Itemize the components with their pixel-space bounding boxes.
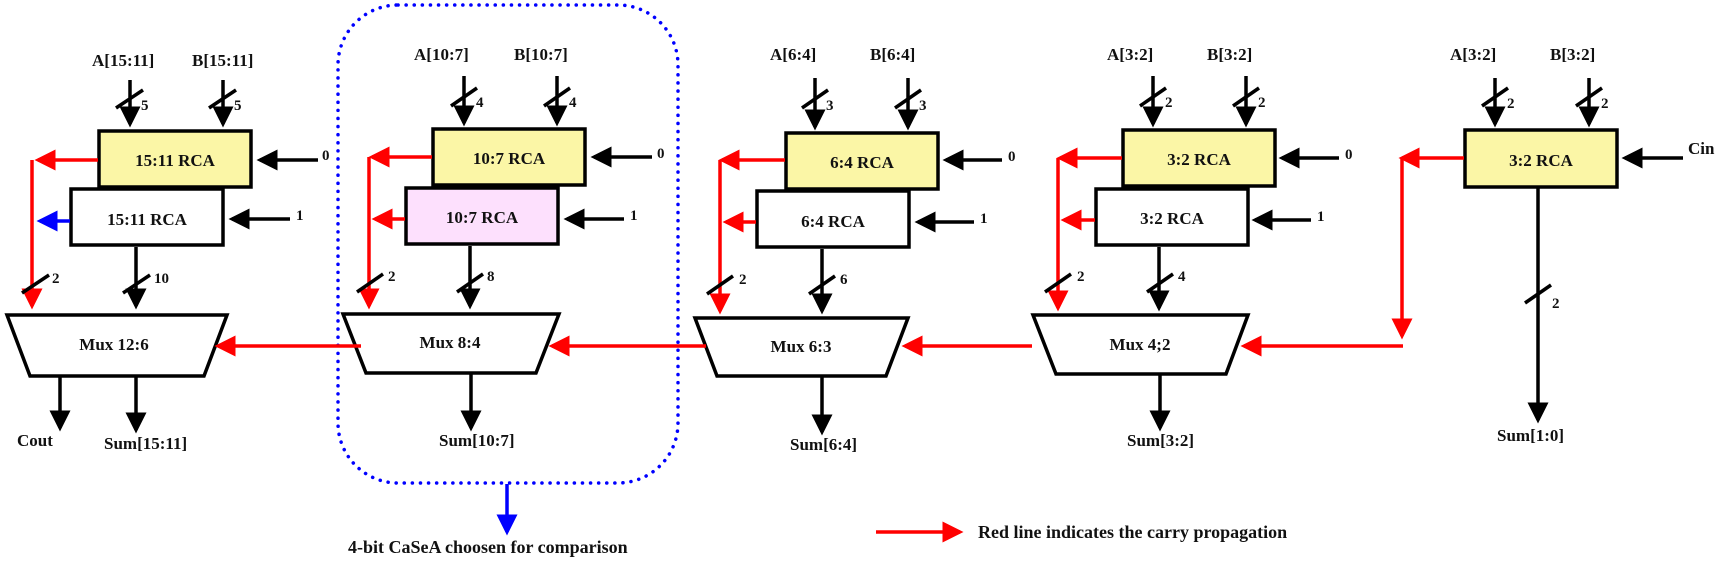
sum-out-label: Sum[15:11] (104, 434, 187, 453)
bus-width-label: 3 (919, 98, 927, 114)
bus-width-label: 5 (234, 98, 242, 114)
bus-slash (1146, 272, 1174, 294)
bus-width-label: 4 (1178, 269, 1186, 285)
bus-slash (1481, 86, 1509, 108)
bus-slash (450, 86, 478, 108)
bus-slash (1575, 86, 1603, 108)
input-b-label: B[10:7] (514, 45, 568, 64)
cout-label: Cout (17, 431, 53, 450)
bus-width-label: 2 (1552, 296, 1560, 312)
sum-out-label: Sum[3:2] (1127, 431, 1194, 450)
rca-cin1-block (755, 189, 911, 249)
input-b-label: B[3:2] (1550, 45, 1595, 64)
bus-width-label: 2 (1507, 96, 1515, 112)
rca-cin0-block (784, 131, 940, 191)
stage-1-0: A[3:2] B[3:2] 2 2 3:2 RCA Cin 2 Sum[1:0] (1240, 45, 1715, 445)
mux-label: Mux 12:6 (79, 335, 148, 354)
sum-out-label: Sum[1:0] (1497, 426, 1564, 445)
rca-cin0-block (97, 129, 253, 189)
cin0-label: 0 (657, 146, 665, 162)
bus-width-label: 2 (388, 269, 396, 285)
bus-width-label: 2 (1165, 95, 1173, 111)
stage-3-2: A[3:2] B[3:2] 2 2 3:2 RCA 3:2 RCA 0 1 2 … (1030, 45, 1353, 450)
bus-slash (21, 273, 50, 295)
mux-label: Mux 6:3 (771, 337, 832, 356)
bus-width-label: 2 (1258, 95, 1266, 111)
rca-cin1-label: 10:7 RCA (446, 208, 519, 227)
rca-cin1-label: 15:11 RCA (107, 210, 188, 229)
bus-width-label: 4 (476, 95, 484, 111)
bus-width-label: 4 (569, 95, 577, 111)
input-b-label: B[6:4] (870, 45, 915, 64)
bus-slash (1139, 86, 1167, 108)
bus-slash (115, 88, 144, 110)
rca-cin0-block (1121, 128, 1277, 188)
bus-slash (543, 86, 571, 108)
bus-width-label: 5 (141, 98, 149, 114)
mux-block (692, 316, 911, 378)
cin0-label: 0 (322, 148, 330, 164)
bus-slash (808, 274, 836, 296)
selection-outline (336, 3, 680, 485)
bus-width-label: 8 (487, 269, 495, 285)
mux-block (1030, 313, 1251, 376)
rca-cin0-label: 15:11 RCA (135, 151, 216, 170)
rca-cin1-label: 6:4 RCA (801, 212, 865, 231)
rca-cin0-block (431, 127, 587, 187)
selection-caption: 4-bit CaSeA choosen for comparison (348, 537, 628, 557)
bus-slash (1524, 283, 1552, 305)
input-a-label: A[3:2] (1107, 45, 1153, 64)
bus-slash (122, 273, 151, 295)
mux-block (4, 313, 230, 378)
rca-cin1-block (1094, 187, 1250, 247)
rca-cin0-label: 6:4 RCA (830, 153, 894, 172)
bus-slash (356, 272, 384, 294)
bus-width-label: 2 (1601, 96, 1609, 112)
cin1-label: 1 (1317, 209, 1325, 225)
bus-width-label: 3 (826, 98, 834, 114)
bus-width-label: 2 (739, 272, 747, 288)
legend-text: Red line indicates the carry propagation (978, 522, 1287, 542)
cin0-label: 0 (1345, 147, 1353, 163)
mux-block (340, 312, 562, 375)
bus-width-label: 2 (52, 271, 60, 287)
input-a-label: A[15:11] (92, 51, 154, 70)
bus-slash (706, 274, 734, 296)
bus-slash (801, 88, 829, 110)
cin1-label: 1 (630, 208, 638, 224)
cin-label: Cin (1688, 139, 1715, 158)
rca-cin1-block (404, 186, 560, 246)
stage-10-7: A[10:7] B[10:7] 4 4 10:7 RCA 10:7 RCA 0 … (336, 3, 680, 536)
sum-out-label: Sum[10:7] (439, 431, 515, 450)
bus-slash (1232, 86, 1260, 108)
input-a-label: A[10:7] (414, 45, 469, 64)
rca-block (1463, 128, 1619, 189)
stage-15-11: A[15:11] B[15:11] 5 5 15:11 RCA 15:11 RC… (4, 51, 330, 453)
rca-cin0-label: 3:2 RCA (1167, 150, 1231, 169)
bus-width-label: 2 (1077, 269, 1085, 285)
stage-6-4: A[6:4] B[6:4] 3 3 6:4 RCA 6:4 RCA 0 1 2 … (692, 45, 1016, 454)
rca-cin0-label: 10:7 RCA (473, 149, 546, 168)
bus-width-label: 10 (154, 271, 169, 287)
rca-label: 3:2 RCA (1509, 151, 1573, 170)
bus-width-label: 6 (840, 272, 848, 288)
mux-label: Mux 4;2 (1110, 335, 1171, 354)
sum-out-label: Sum[6:4] (790, 435, 857, 454)
cin0-label: 0 (1008, 149, 1016, 165)
mux-label: Mux 8:4 (420, 333, 481, 352)
input-a-label: A[3:2] (1450, 45, 1496, 64)
input-b-label: B[3:2] (1207, 45, 1252, 64)
bus-slash (1044, 272, 1072, 294)
input-b-label: B[15:11] (192, 51, 253, 70)
bus-slash (894, 88, 922, 110)
rca-cin1-block (69, 187, 225, 247)
cin1-label: 1 (980, 211, 988, 227)
bus-slash (456, 272, 484, 294)
legend: Red line indicates the carry propagation (876, 521, 1287, 543)
cin1-label: 1 (296, 208, 304, 224)
bus-slash (208, 88, 237, 110)
rca-cin1-label: 3:2 RCA (1140, 209, 1204, 228)
input-a-label: A[6:4] (770, 45, 816, 64)
